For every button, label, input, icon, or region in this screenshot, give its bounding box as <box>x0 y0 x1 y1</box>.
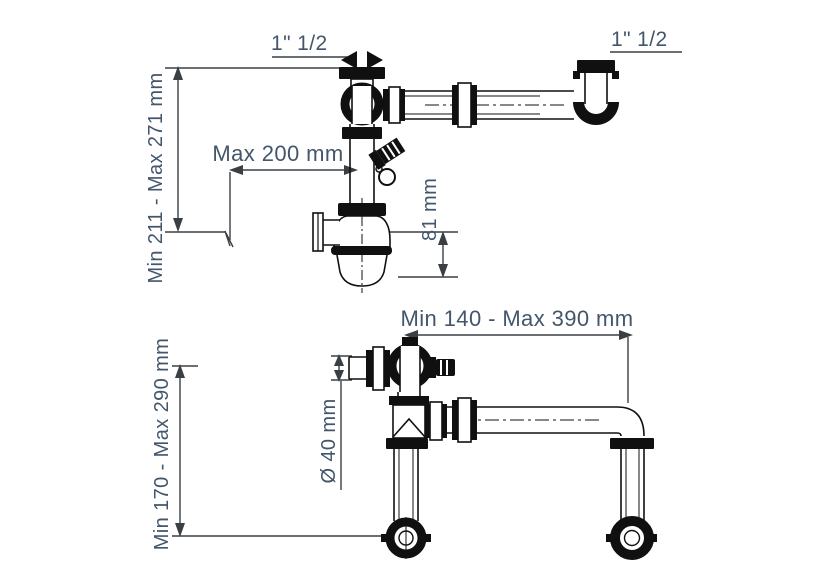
bottom-left-pipe <box>386 438 428 521</box>
top-branch-nut <box>383 86 405 124</box>
inlet-swivel-arrows-icon <box>341 51 383 69</box>
bottom-ball-joint <box>387 337 433 392</box>
label-top-height-range: Min 211 - Max 271 mm <box>145 72 167 284</box>
bottom-view-drawing <box>172 330 657 560</box>
bottom-dimension-arrows <box>175 330 633 537</box>
label-connection-size-left: 1" 1/2 <box>271 32 328 55</box>
top-pipe-coupling <box>452 82 477 128</box>
top-dimension-arrows <box>173 66 448 278</box>
top-view-drawing <box>165 51 682 293</box>
bottom-branch-nut <box>425 401 447 441</box>
top-right-elbow <box>573 60 619 125</box>
bottom-threaded-nozzle <box>428 357 455 378</box>
top-vertical-tube <box>342 124 382 204</box>
bottom-tee-assembly <box>389 392 429 439</box>
label-cup-depth: 81 mm <box>419 177 441 241</box>
label-horizontal-range: Min 140 - Max 390 mm <box>400 306 634 331</box>
right-floor-ring <box>606 516 657 560</box>
top-dimension-lines <box>165 51 682 278</box>
bottom-right-elbow <box>610 406 654 520</box>
label-wall-offset: Max 200 mm <box>212 141 344 166</box>
dishwasher-nozzle <box>368 137 406 186</box>
label-pipe-diameter: Ø 40 mm <box>318 398 340 484</box>
top-horizontal-pipe <box>405 90 574 120</box>
bottle-trap <box>312 198 392 293</box>
label-bottom-height-range: Min 170 - Max 290 mm <box>151 337 173 551</box>
bottom-inlet-pipe <box>348 356 366 380</box>
bottom-dimension-lines <box>172 334 629 537</box>
bottom-inlet-nut <box>366 346 390 391</box>
left-floor-ring <box>381 517 431 559</box>
top-ball-joint <box>340 82 384 126</box>
wall-outlet <box>312 212 340 252</box>
label-connection-size-right: 1" 1/2 <box>611 28 668 51</box>
bottom-pipe-coupling <box>452 397 477 443</box>
